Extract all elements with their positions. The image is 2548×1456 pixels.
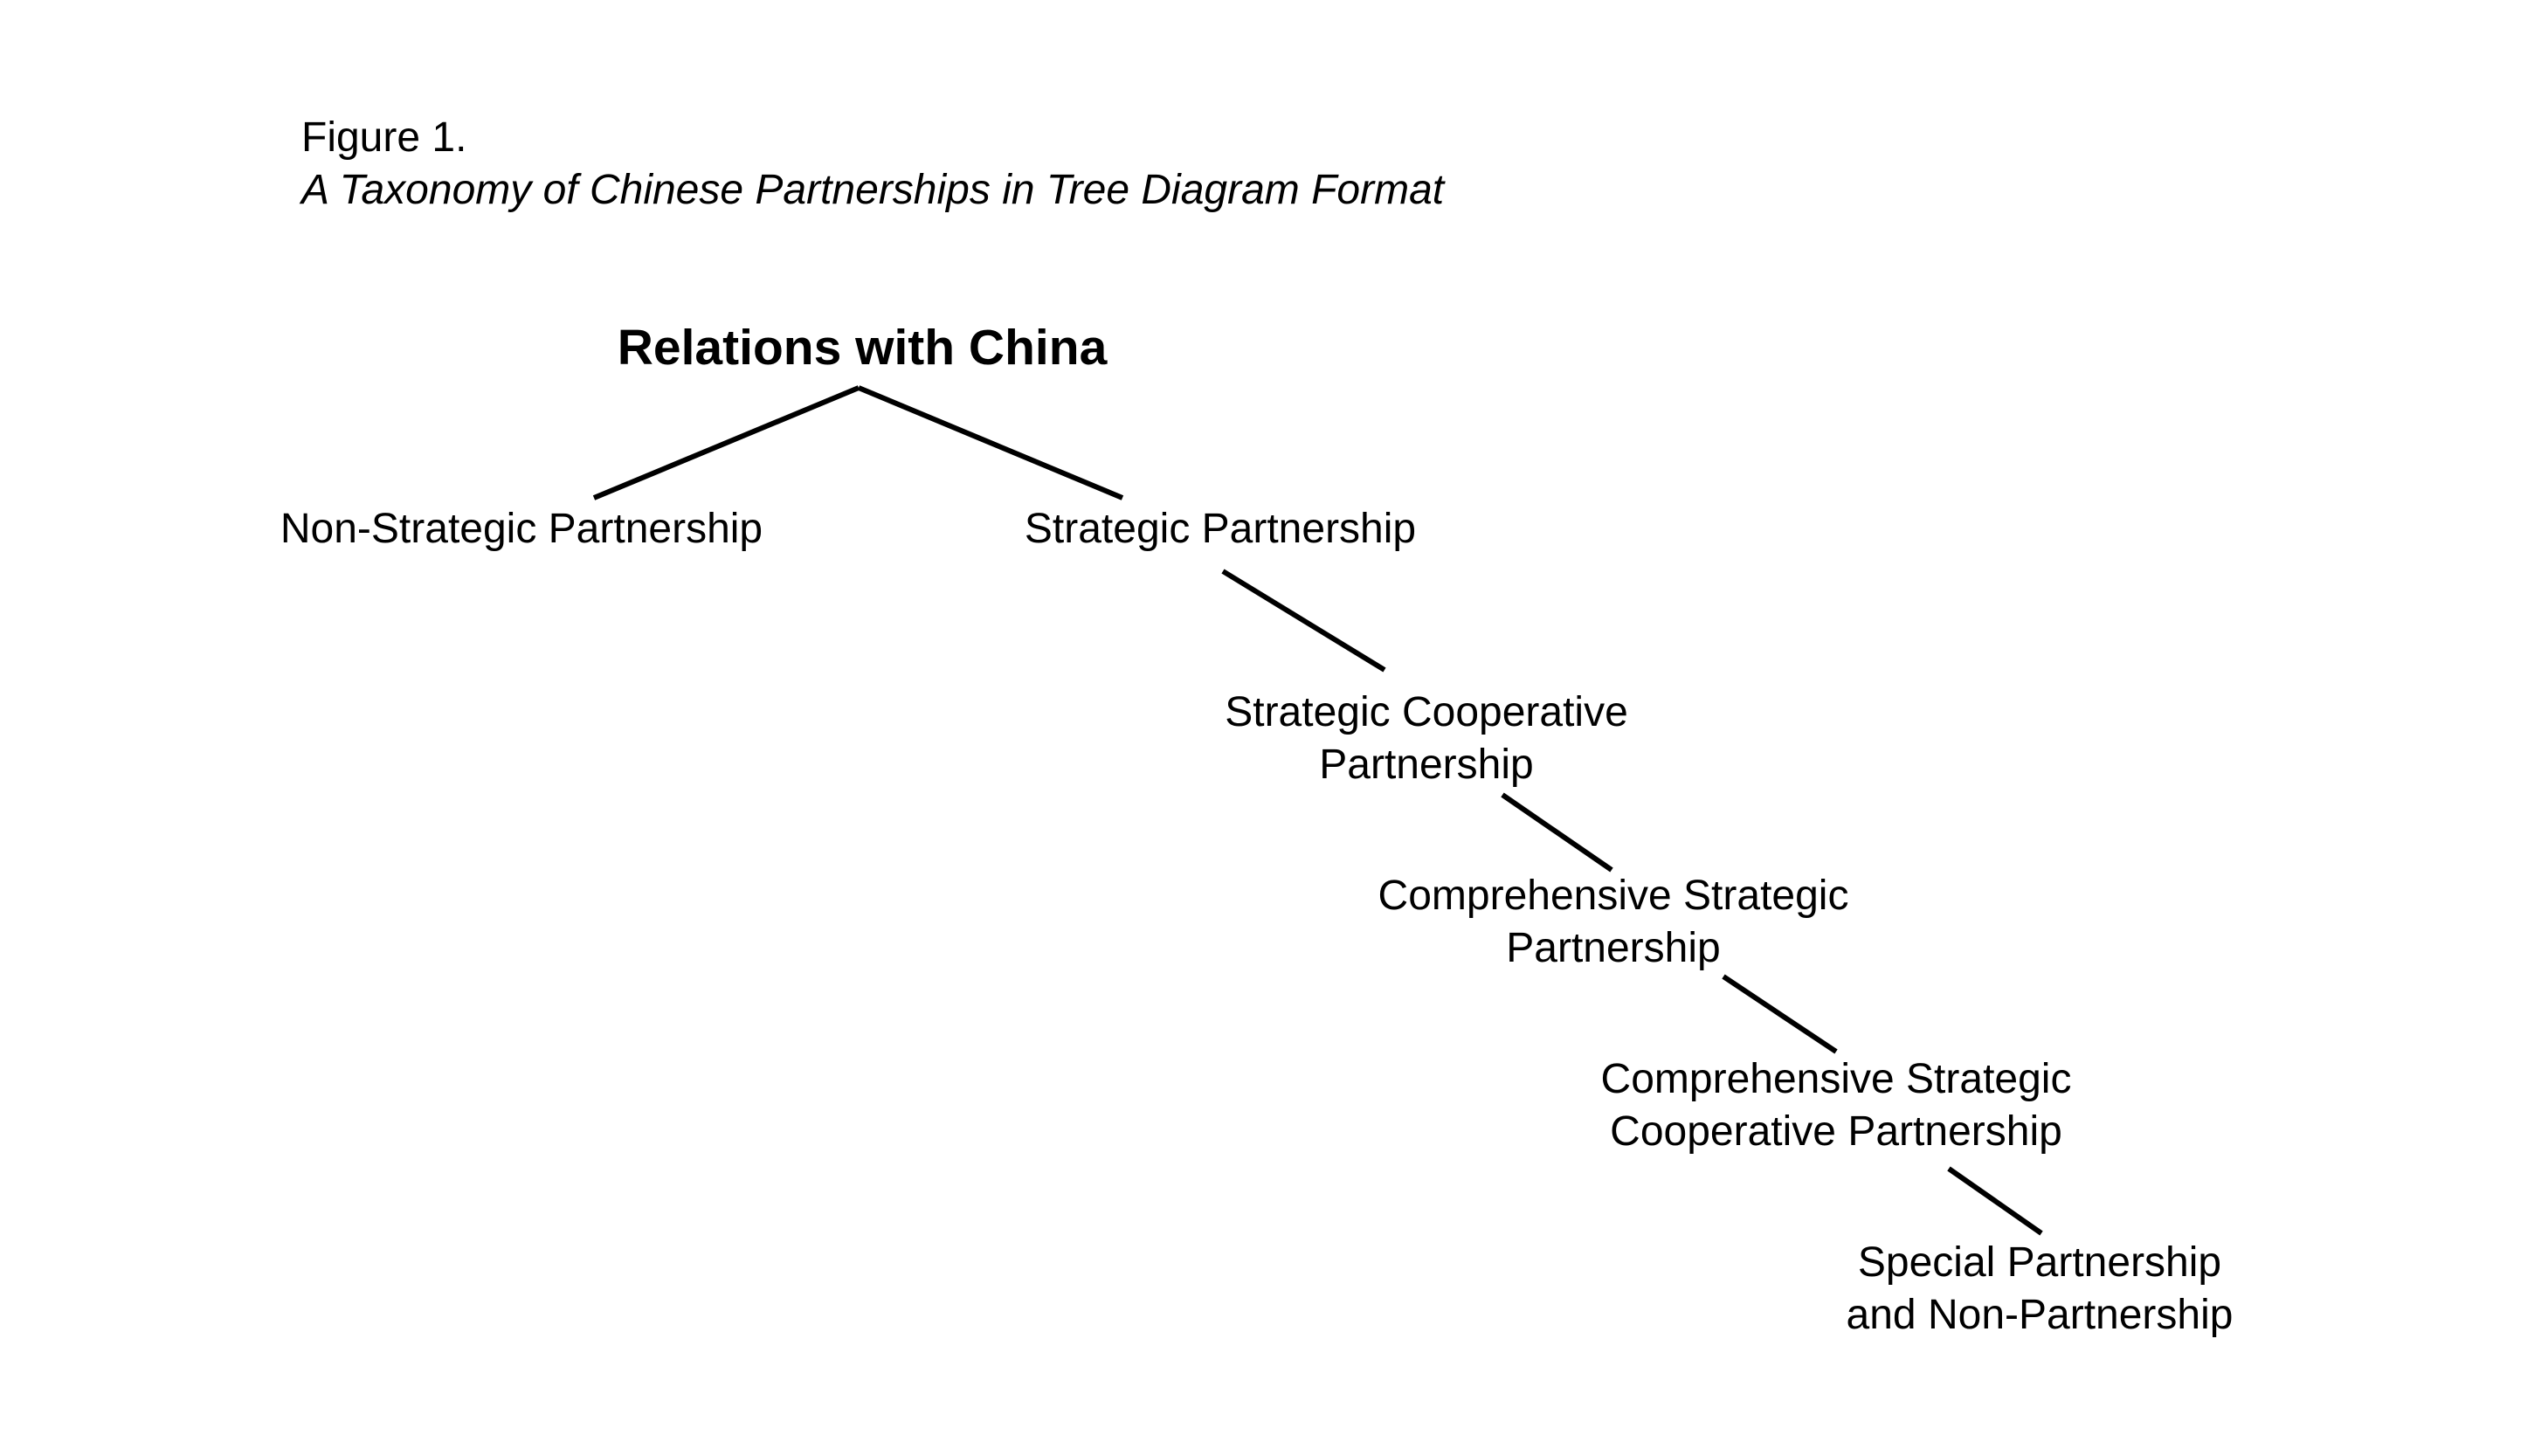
- figure-label: Figure 1.: [301, 114, 467, 161]
- node-non-strategic-partnership-label: Non-Strategic Partnership: [280, 506, 763, 552]
- node-comprehensive-strategic-line-2: Partnership: [1506, 925, 1721, 971]
- connector-strategic-cooperative-to-comprehensive-strategic: [1501, 792, 1613, 873]
- node-comprehensive-strategic-cooperative-partnership: Comprehensive Strategic Cooperative Part…: [1601, 1053, 2072, 1158]
- connector-root-to-strategic: [857, 385, 1124, 500]
- node-strategic-partnership: Strategic Partnership: [1025, 503, 1416, 555]
- node-special-partnership-line-2: and Non-Partnership: [1846, 1292, 2234, 1338]
- connector-comprehensive-strategic-cooperative-to-special: [1947, 1166, 2043, 1236]
- node-strategic-partnership-label: Strategic Partnership: [1024, 506, 1417, 552]
- node-non-strategic-partnership: Non-Strategic Partnership: [280, 503, 763, 555]
- node-relations-with-china: Relations with China: [618, 319, 1108, 376]
- node-special-partnership: Special Partnership and Non-Partnership: [1847, 1237, 2234, 1342]
- node-relations-with-china-label: Relations with China: [617, 320, 1108, 376]
- node-strategic-cooperative-partnership: Strategic Cooperative Partnership: [1225, 687, 1628, 791]
- node-special-partnership-line-1: Special Partnership: [1857, 1239, 2222, 1286]
- node-strategic-cooperative-line-1: Strategic Cooperative: [1225, 689, 1628, 735]
- node-comprehensive-strategic-cooperative-line-2: Cooperative Partnership: [1610, 1108, 2062, 1155]
- node-strategic-cooperative-line-2: Partnership: [1319, 742, 1534, 788]
- figure-title: A Taxonomy of Chinese Partnerships in Tr…: [301, 167, 1445, 213]
- node-comprehensive-strategic-line-1: Comprehensive Strategic: [1378, 873, 1849, 919]
- connector-strategic-to-strategic-cooperative: [1221, 569, 1386, 673]
- connector-comprehensive-strategic-to-comprehensive-strategic-cooperative: [1722, 974, 1838, 1054]
- node-comprehensive-strategic-partnership: Comprehensive Strategic Partnership: [1378, 870, 1849, 975]
- connector-root-to-non-strategic: [592, 385, 860, 500]
- node-comprehensive-strategic-cooperative-line-1: Comprehensive Strategic: [1600, 1056, 2072, 1102]
